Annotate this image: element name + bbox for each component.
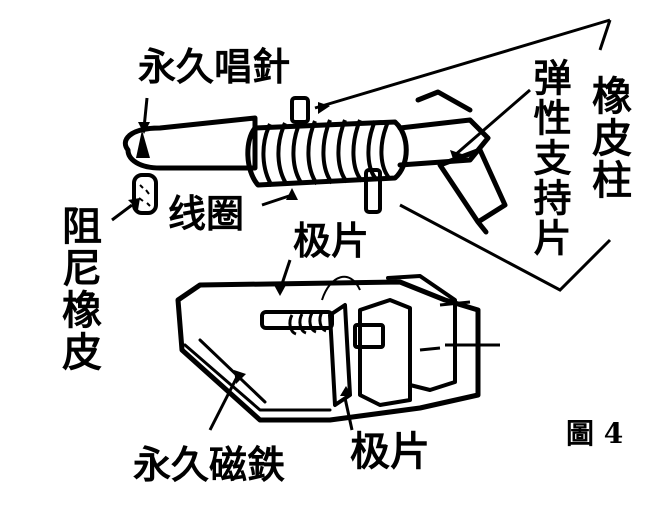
arrow-coil (286, 188, 298, 200)
label-stylus: 永久唱針 (138, 45, 291, 89)
base-pins (419, 300, 500, 352)
elastic-support-piece (437, 147, 508, 235)
coil-bottom-post (364, 168, 382, 214)
arrow-stylus (138, 122, 150, 134)
label-rubber-post: 橡皮柱 (585, 75, 631, 201)
arrow-pole-top (274, 285, 286, 296)
center-block (358, 298, 412, 407)
leader-elastic (454, 88, 531, 157)
rear-arm (397, 117, 491, 168)
base-wire (321, 275, 361, 301)
arrow-pole-bottom (340, 386, 352, 396)
arrow-damping (128, 198, 140, 210)
arrow-elastic (450, 150, 462, 162)
leader-damping (111, 203, 133, 222)
leader-pole-bottom (343, 397, 354, 431)
coil-body (245, 119, 409, 188)
base-pole-tab (353, 323, 385, 349)
rubber-post-block (415, 89, 473, 113)
leader-coil (261, 193, 293, 207)
label-elastic-support: 弹性支持片 (527, 58, 571, 258)
arrow-heads (128, 102, 462, 396)
arrow-rubber-post (318, 102, 330, 114)
figure-number: 圖 4 (566, 417, 624, 450)
label-coil: 线圈 (168, 192, 245, 236)
leader-rubber-post (314, 18, 612, 110)
right-block (386, 274, 457, 392)
label-damping-rubber: 阻尼橡皮 (55, 205, 101, 373)
damping-rubber-texture (138, 184, 151, 207)
magnet-base (175, 279, 481, 423)
leader-magnet (208, 374, 240, 431)
armature-assembly (122, 89, 508, 235)
stylus-tip (136, 130, 150, 158)
coil-windings (261, 119, 392, 188)
coil-top-post (290, 96, 310, 124)
arrow-magnet (234, 370, 246, 384)
magnet-base-lip (183, 338, 332, 412)
label-pole-piece-bottom: 极片 (350, 429, 430, 475)
stylus-arm (122, 115, 258, 171)
leader-rubber-post-2 (399, 203, 612, 292)
damping-rubber (132, 173, 158, 215)
label-magnet: 永久磁鉄 (133, 443, 286, 487)
base-armature (260, 310, 334, 330)
base-coil (288, 311, 327, 336)
label-pole-piece-top: 极片 (293, 219, 370, 263)
